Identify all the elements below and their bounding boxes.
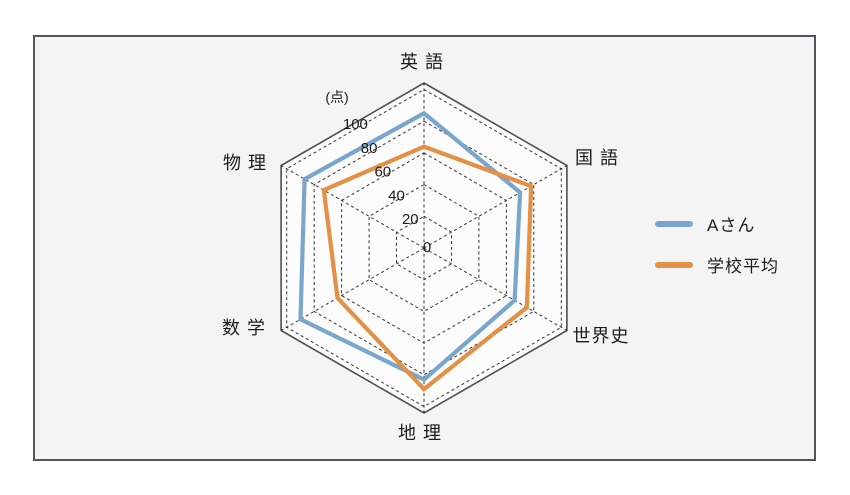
series-line-1 xyxy=(321,144,534,392)
axis-label-0: 英 語 xyxy=(400,52,444,72)
legend-swatch-school-average xyxy=(655,261,693,268)
tick-label: 20 xyxy=(402,211,419,228)
grid-ring xyxy=(313,120,535,376)
radial-axis-line xyxy=(280,247,425,331)
tick-label: 100 xyxy=(343,116,368,133)
axis-label-2: 世界史 xyxy=(573,326,630,346)
tick-label: 0 xyxy=(423,239,431,256)
tick-label: 60 xyxy=(374,164,391,181)
legend-swatch-a-san xyxy=(655,220,693,227)
grid-ring xyxy=(341,152,507,344)
grid-ring xyxy=(396,215,452,281)
axis-label-4: 数 学 xyxy=(222,318,266,338)
axis-label-1: 国 語 xyxy=(575,148,619,168)
unit-label: (点) xyxy=(325,89,348,105)
radial-axis-line xyxy=(280,165,425,249)
tick-label: 40 xyxy=(388,188,405,205)
legend-label-a-san: Aさん xyxy=(707,216,756,235)
legend: Aさん 学校平均 xyxy=(655,211,779,277)
axis-label-5: 物 理 xyxy=(223,153,267,173)
axis-label-3: 地 理 xyxy=(398,423,442,443)
grid-ring xyxy=(286,88,562,408)
series-line-0 xyxy=(298,110,523,383)
radial-axis-line xyxy=(423,165,568,249)
legend-item-school-average: 学校平均 xyxy=(655,252,779,277)
legend-label-school-average: 学校平均 xyxy=(707,257,779,276)
legend-item-a-san: Aさん xyxy=(655,211,779,236)
tick-label: 80 xyxy=(361,140,378,157)
radial-axis-line xyxy=(423,247,568,331)
